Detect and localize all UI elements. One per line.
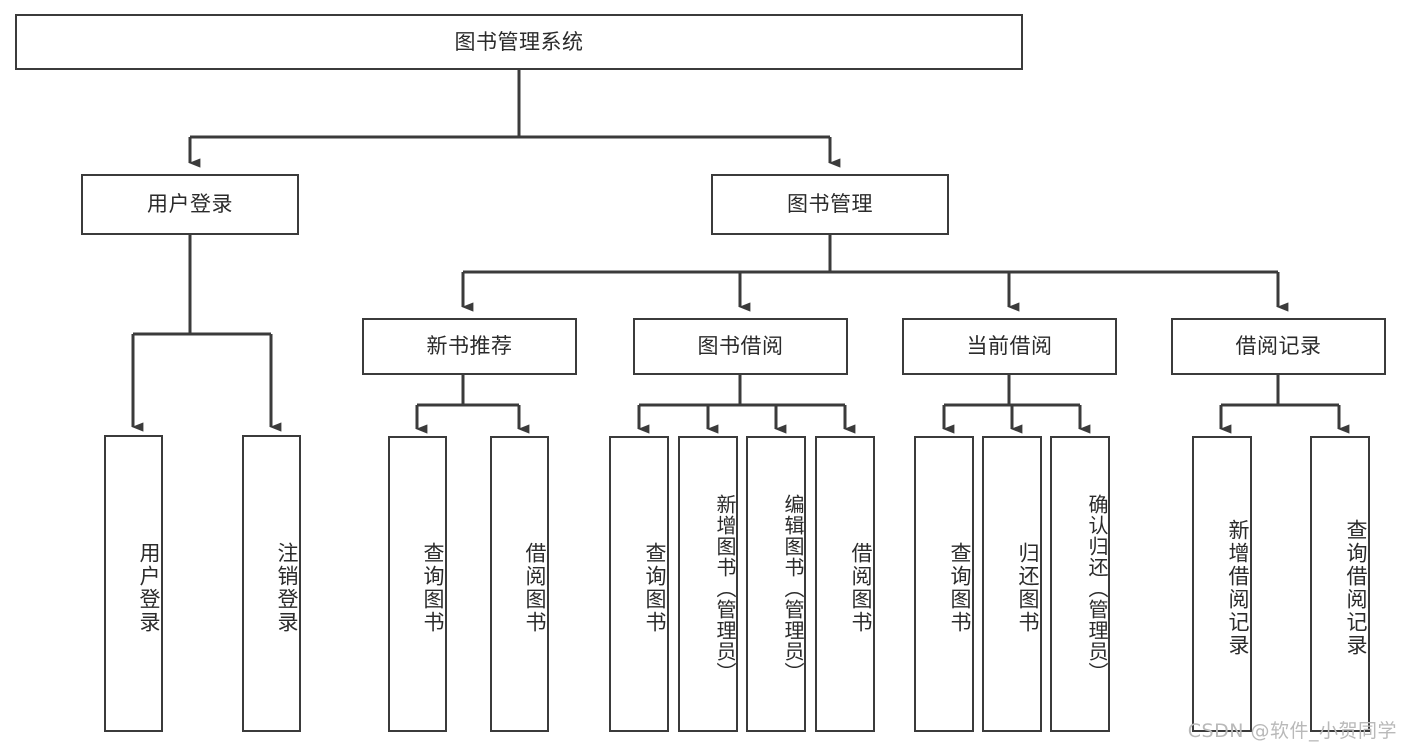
- node-label: 图书管理: [787, 192, 873, 217]
- leaf-user-login-logout[interactable]: 注销登录: [242, 435, 301, 732]
- leaf-borrow-borrow-book[interactable]: 借阅图书: [815, 436, 875, 732]
- leaf-new-book-query-book[interactable]: 查询图书: [388, 436, 447, 732]
- node-label: 查询图书: [421, 542, 445, 634]
- node-label: 编辑图书（管理员）: [781, 493, 805, 683]
- node-label: 查询图书: [948, 542, 972, 634]
- node-label: 借阅图书: [849, 542, 873, 634]
- leaf-borrow-add-book-admin[interactable]: 新增图书（管理员）: [678, 436, 738, 732]
- node-label: 确认归还（管理员）: [1085, 493, 1109, 683]
- node-label: 查询借阅记录: [1344, 519, 1368, 657]
- node-label: 注销登录: [275, 541, 299, 634]
- leaf-current-confirm-return-admin[interactable]: 确认归还（管理员）: [1050, 436, 1110, 732]
- node-label: 归还图书: [1016, 542, 1040, 634]
- node-root-book-management-system[interactable]: 图书管理系统: [15, 14, 1023, 70]
- node-borrow-records[interactable]: 借阅记录: [1171, 318, 1386, 375]
- node-book-management[interactable]: 图书管理: [711, 174, 949, 235]
- leaf-user-login-login[interactable]: 用户登录: [104, 435, 163, 732]
- leaf-current-return-book[interactable]: 归还图书: [982, 436, 1042, 732]
- node-user-login[interactable]: 用户登录: [81, 174, 299, 235]
- node-label: 图书借阅: [697, 334, 784, 359]
- leaf-records-add-record[interactable]: 新增借阅记录: [1192, 436, 1252, 732]
- leaf-new-book-borrow-book[interactable]: 借阅图书: [490, 436, 549, 732]
- node-label: 新增图书（管理员）: [713, 493, 737, 683]
- node-label: 用户登录: [147, 192, 233, 217]
- leaf-borrow-query-book[interactable]: 查询图书: [609, 436, 669, 732]
- node-label: 用户登录: [137, 541, 161, 634]
- leaf-records-query-record[interactable]: 查询借阅记录: [1310, 436, 1370, 732]
- node-label: 图书管理系统: [454, 29, 584, 54]
- node-label: 借阅图书: [523, 542, 547, 634]
- node-book-borrow[interactable]: 图书借阅: [633, 318, 848, 375]
- node-label: 查询图书: [643, 542, 667, 634]
- node-new-book-recommendation[interactable]: 新书推荐: [362, 318, 577, 375]
- node-current-borrow[interactable]: 当前借阅: [902, 318, 1117, 375]
- node-label: 新书推荐: [426, 334, 513, 359]
- leaf-borrow-edit-book-admin[interactable]: 编辑图书（管理员）: [746, 436, 806, 732]
- node-label: 借阅记录: [1235, 334, 1322, 359]
- leaf-current-query-book[interactable]: 查询图书: [914, 436, 974, 732]
- watermark-text: CSDN @软件_小贺同学: [1187, 720, 1397, 742]
- node-label: 新增借阅记录: [1226, 519, 1250, 657]
- node-label: 当前借阅: [966, 334, 1053, 359]
